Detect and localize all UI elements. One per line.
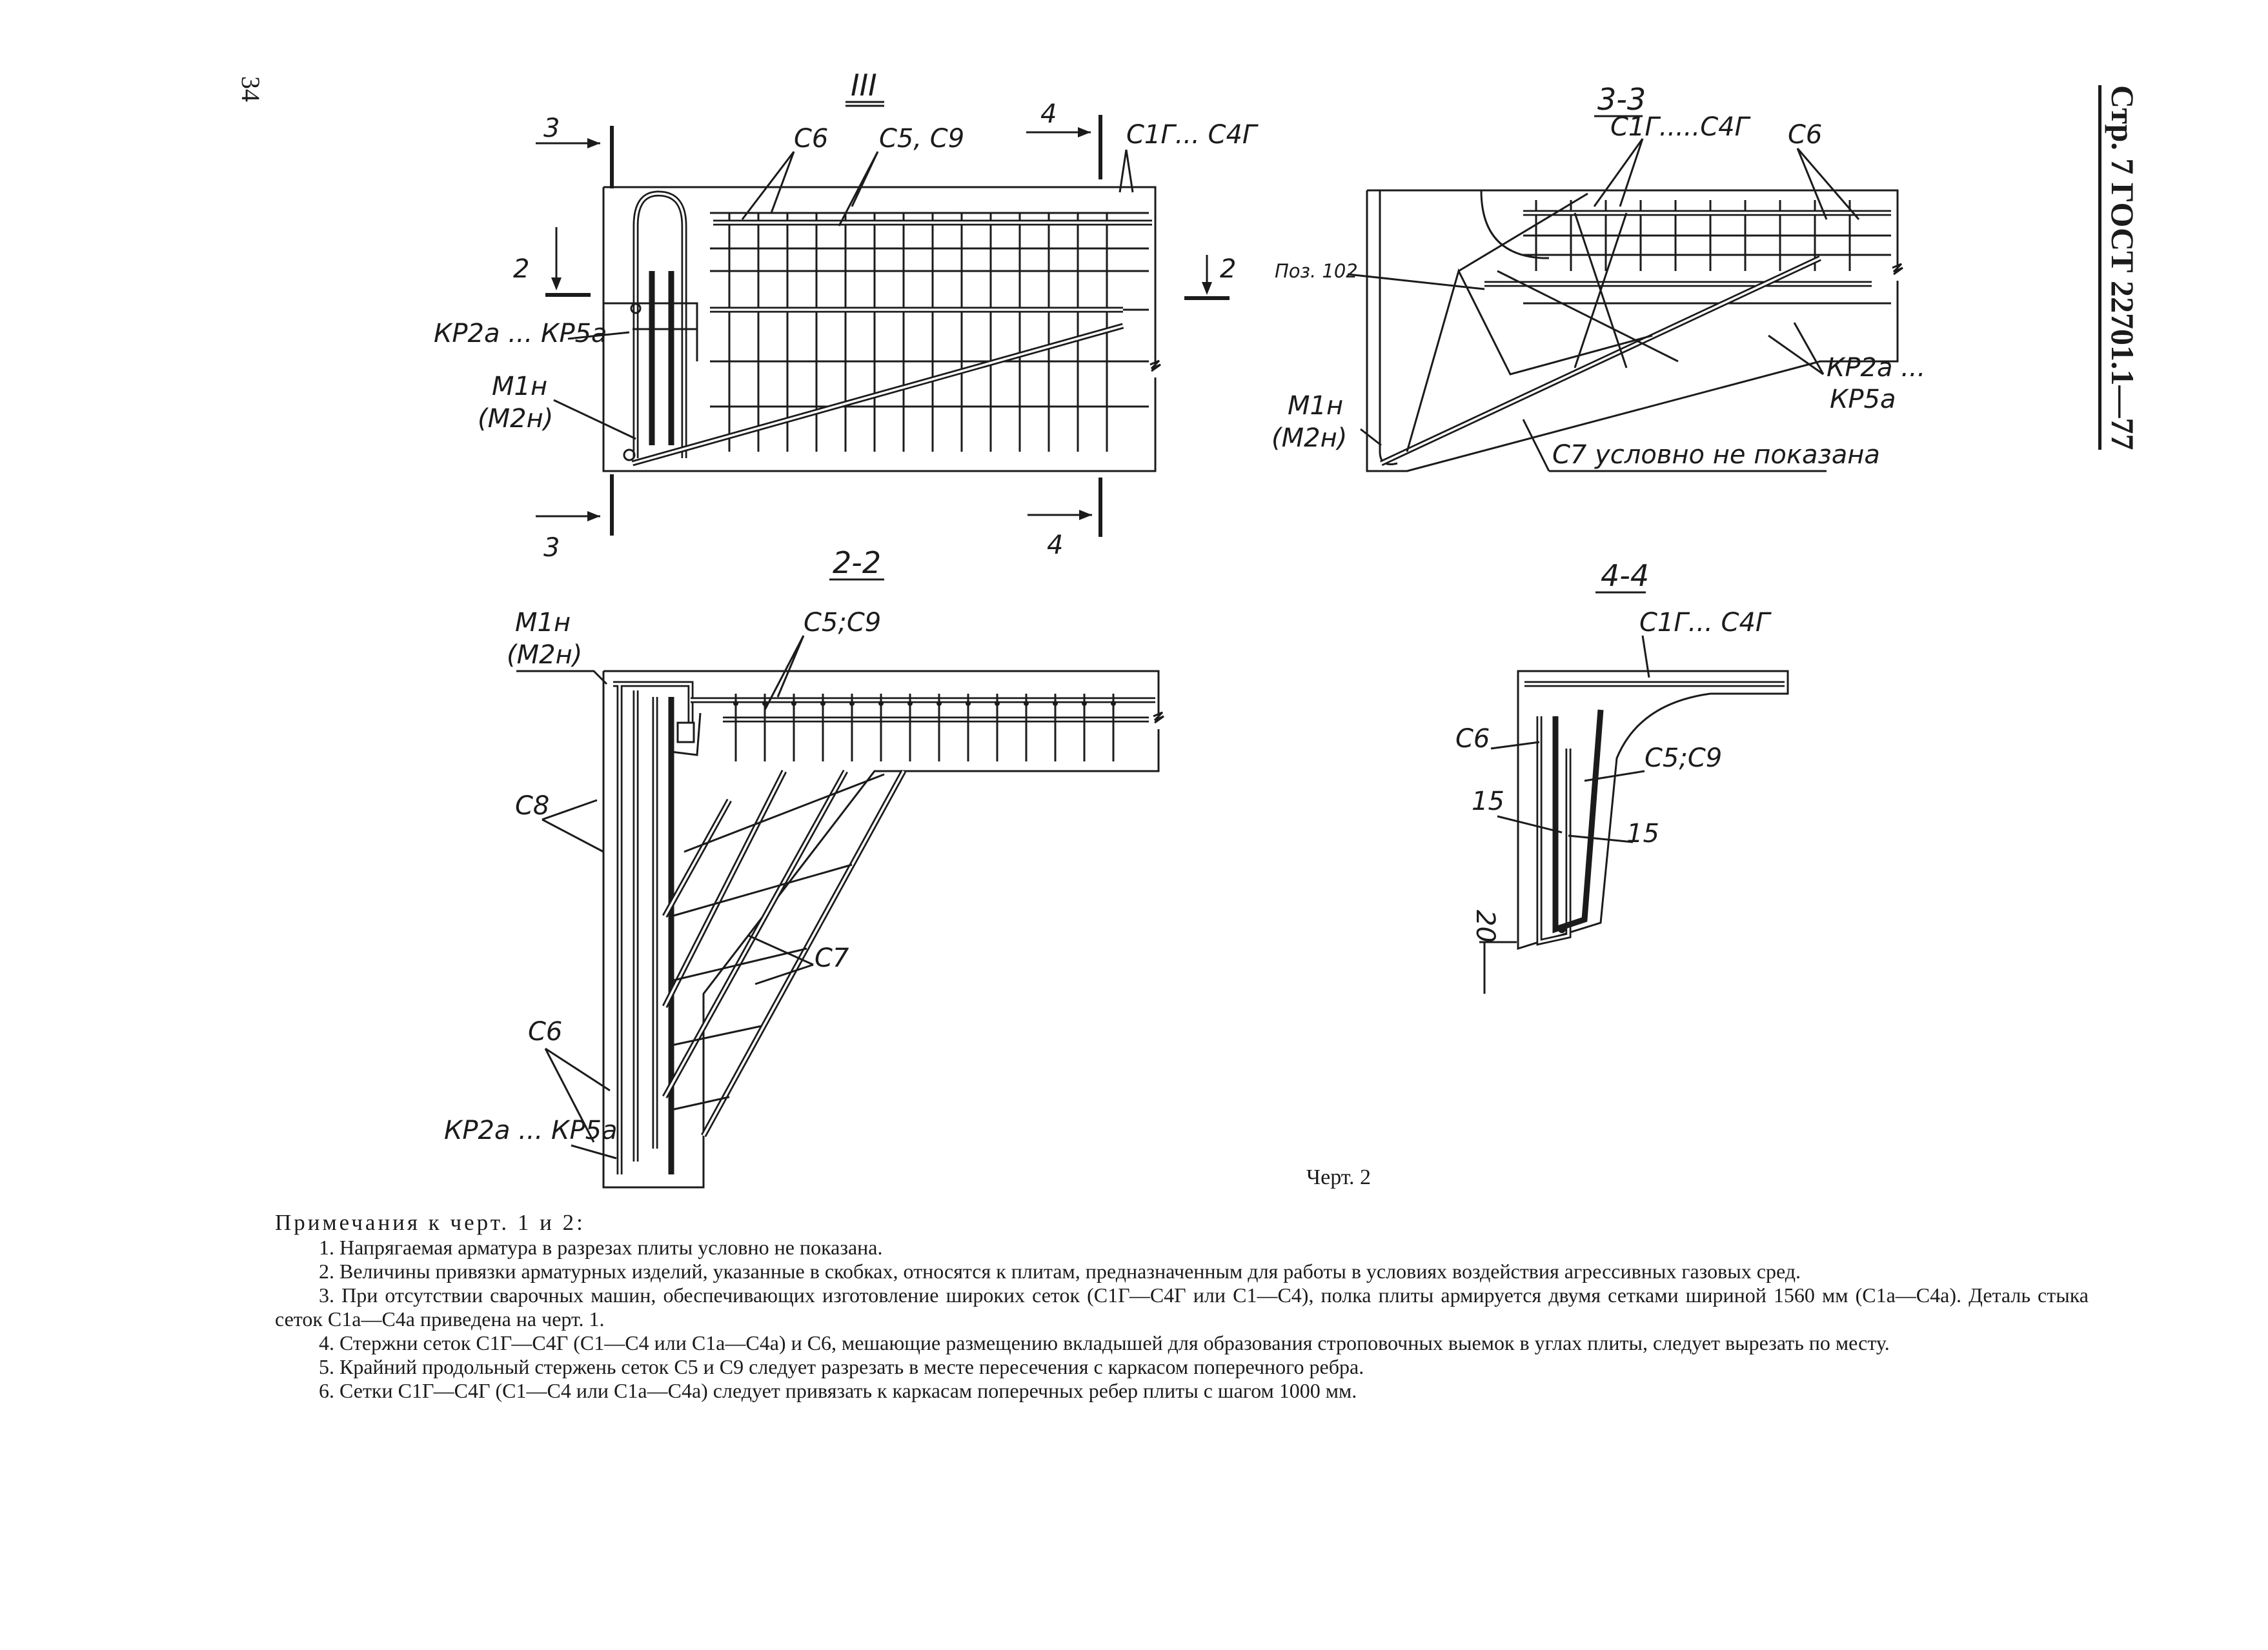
label-kr2a-kr5a: КР2а ... КР5а — [434, 319, 607, 348]
note-item: 1. Напрягаемая арматура в разрезах плиты… — [319, 1236, 883, 1259]
section-mark-2-right: 2 — [1220, 254, 1236, 284]
label-m2n-33: (М2н) — [1271, 423, 1347, 453]
dim-20: 20 — [1470, 910, 1500, 943]
label-c1g-c4g: С1Г... С4Г — [1126, 120, 1259, 150]
label-m1n-22: М1н — [515, 608, 571, 638]
section-3-3-title: 3-3 — [1597, 82, 1646, 117]
section-2-2: 2-2 М1н (М2н) С5;С9 С8 С6 С7 КР2а ... КР… — [444, 545, 1164, 1189]
label-c6-44: С6 — [1455, 724, 1490, 754]
dim-15-right: 15 — [1626, 819, 1659, 849]
note-item: 3. При отсутствии сварочных машин, обесп… — [275, 1283, 2089, 1331]
note-item: 5. Крайний продольный стержень сеток С5 … — [319, 1355, 1364, 1378]
label-c6-22: С6 — [528, 1017, 562, 1047]
label-kr2a-33: КР2а ... — [1827, 353, 1925, 383]
mesh-III — [710, 212, 1152, 452]
label-m1n: М1н — [492, 372, 547, 401]
section-2-2-title: 2-2 — [833, 545, 881, 580]
note-item: 2. Величины привязки арматурных изделий,… — [319, 1260, 1801, 1283]
section-mark-4-bottom: 4 — [1047, 530, 1063, 560]
section-4-4: 4-4 С1Г... С4Г С6 С5;С9 15 15 20 — [1455, 558, 1789, 994]
notes: Примечания к черт. 1 и 2: 1. Напрягаемая… — [275, 1211, 2089, 1403]
label-c7-not-shown: С7 условно не показана — [1552, 440, 1880, 470]
label-kr2a-kr5a-22: КР2а ... КР5а — [444, 1116, 618, 1145]
section-4-4-title: 4-4 — [1601, 558, 1649, 593]
label-m1n-33: М1н — [1288, 391, 1343, 421]
label-c8: С8 — [515, 791, 549, 821]
view-III-title: III — [851, 68, 877, 103]
mesh-3-3 — [1484, 200, 1891, 305]
label-kr5a-33: КР5а — [1830, 385, 1896, 414]
view-III: III 3 3 4 4 2 2 — [434, 68, 1259, 563]
label-m2n: (М2н) — [478, 404, 553, 434]
section-mark-3-top: 3 — [543, 114, 560, 143]
section-mark-4-top: 4 — [1040, 99, 1057, 129]
mesh-2-2 — [691, 694, 1155, 761]
section-3-3: 3-3 С1Г.....С4Г С6 Поз. 102 КР2а ... КР5… — [1271, 82, 1925, 472]
label-m2n-22: (М2н) — [507, 640, 582, 670]
section-mark-3-bottom: 3 — [543, 533, 560, 563]
dim-15-left: 15 — [1472, 787, 1504, 816]
notes-heading: Примечания к черт. 1 и 2: — [275, 1210, 585, 1235]
label-c5-c9: С5, С9 — [879, 124, 964, 154]
note-item: 6. Сетки С1Г—С4Г (С1—С4 или С1а—С4а) сле… — [319, 1379, 1357, 1402]
label-c5-c9-22: С5;С9 — [804, 608, 881, 638]
label-c1g-c4g-44: С1Г... С4Г — [1639, 608, 1772, 638]
label-c1g-c4g-33: С1Г.....С4Г — [1610, 112, 1751, 142]
label-c6-33: С6 — [1788, 120, 1822, 150]
section-mark-2-left: 2 — [513, 254, 529, 284]
figure-caption: Черт. 2 — [1306, 1165, 1372, 1189]
label-c7: С7 — [815, 943, 849, 973]
label-c6: С6 — [794, 124, 828, 154]
label-poz-102: Поз. 102 — [1275, 260, 1358, 282]
label-c5-c9-44: С5;С9 — [1645, 743, 1722, 773]
note-item: 4. Стержни сеток С1Г—С4Г (С1—С4 или С1а—… — [319, 1331, 1890, 1354]
